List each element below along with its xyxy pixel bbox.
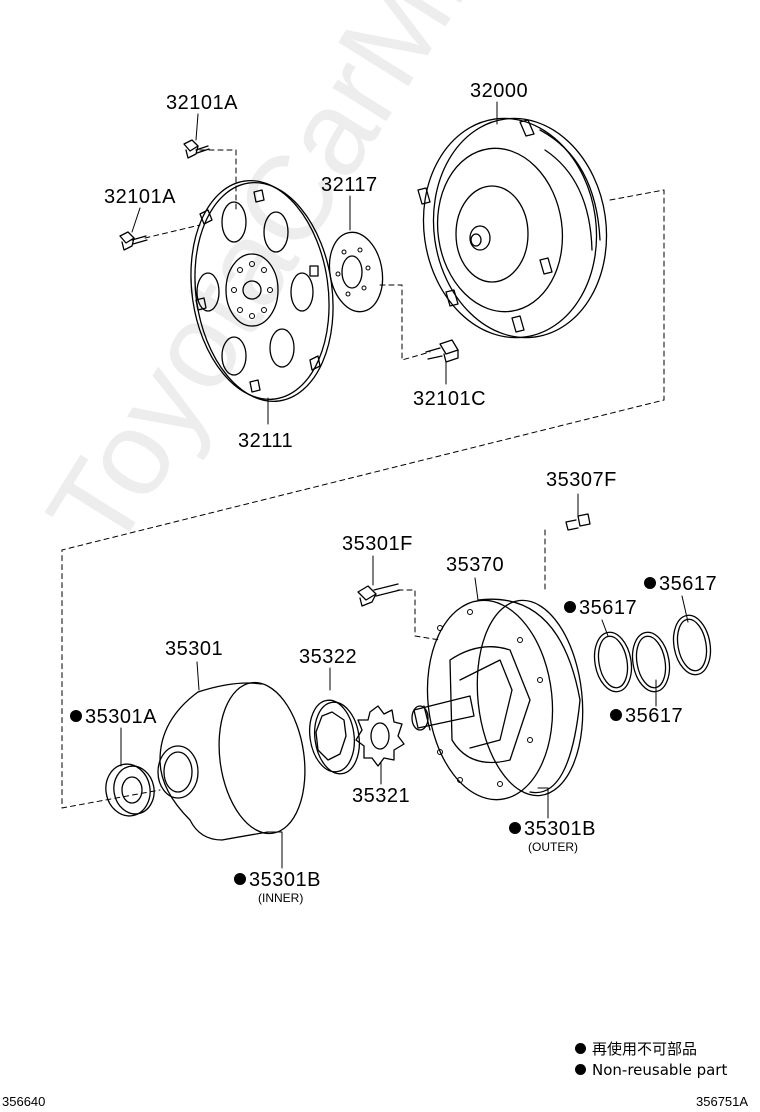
label-35321: 35321 (352, 785, 411, 807)
drive-plate-32111 (190, 180, 334, 402)
label-35322: 35322 (299, 646, 358, 668)
seal-35301A (105, 763, 155, 817)
bolt-35301F (357, 583, 401, 607)
non-reusable-marker-icon (70, 710, 82, 722)
non-reusable-marker-icon (644, 577, 656, 589)
bolt-32101A-left (119, 231, 148, 251)
drive-gear-35321 (355, 705, 405, 767)
label-32101C: 32101C (413, 388, 487, 410)
pump-body-35370 (411, 598, 584, 801)
label-35301B-outer: 35301B (509, 818, 596, 840)
label-32111: 32111 (238, 430, 294, 452)
label-35301A: 35301A (70, 706, 157, 728)
bolt-35307F (565, 513, 591, 531)
legend-english: Non-reusable part (575, 1060, 727, 1080)
figure-id-left: 356640 (2, 1094, 46, 1109)
non-reusable-marker-icon (610, 709, 622, 721)
label-35370: 35370 (446, 554, 505, 576)
non-reusable-marker-icon (575, 1064, 586, 1075)
figure-id-right: 356751A (696, 1094, 749, 1109)
label-32000: 32000 (470, 80, 529, 102)
label-35301: 35301 (165, 638, 224, 660)
label-35617-c: 35617 (644, 573, 717, 595)
bolt-32101C (425, 339, 459, 363)
torque-converter-32000 (417, 117, 608, 339)
spacer-32117 (328, 231, 384, 313)
o-ring-35617-c (672, 614, 712, 676)
leader-lines (120, 101, 689, 869)
driven-gear-35322 (308, 699, 361, 775)
label-35301B-inner: 35301B (234, 869, 321, 891)
non-reusable-marker-icon (564, 601, 576, 613)
o-ring-35617-b (631, 631, 671, 693)
label-35301F: 35301F (342, 533, 413, 555)
label-35617-b: 35617 (610, 705, 683, 727)
bolt-32101A-top (183, 139, 210, 159)
o-ring-35617-a (593, 631, 633, 693)
legend-japanese: 再使用不可部品 (575, 1039, 697, 1059)
label-35307F: 35307F (546, 469, 617, 491)
assembly-dashed-lines (61, 149, 665, 809)
non-reusable-marker-icon (509, 822, 521, 834)
non-reusable-marker-icon (575, 1043, 586, 1054)
label-32101A-left: 32101A (104, 186, 176, 208)
label-35617-a: 35617 (564, 597, 637, 619)
non-reusable-marker-icon (234, 873, 246, 885)
pump-cover-35301 (157, 681, 306, 841)
note-inner: (INNER) (258, 891, 304, 905)
label-32101A-top: 32101A (166, 92, 238, 114)
note-outer: (OUTER) (528, 840, 578, 854)
label-32117: 32117 (321, 174, 378, 196)
